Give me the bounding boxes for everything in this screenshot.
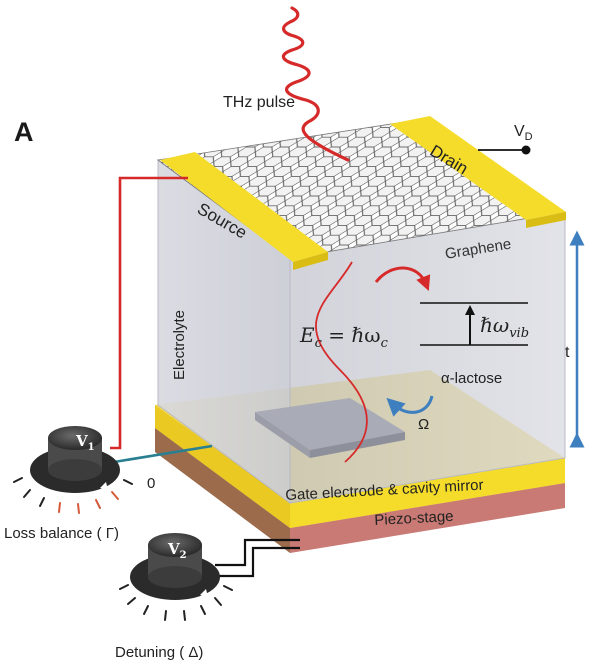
electrolyte-label: Electrolyte bbox=[171, 309, 188, 380]
piezo-stage-label: Piezo-stage bbox=[373, 507, 454, 529]
panel-letter: A bbox=[14, 117, 34, 147]
thz-pulse-wave bbox=[281, 6, 350, 162]
drain-terminal bbox=[521, 145, 531, 155]
lactose-label: α-lactose bbox=[441, 370, 503, 387]
piezo-wire-2 bbox=[215, 546, 300, 578]
v2-knob-label: V2 bbox=[168, 540, 187, 561]
v2-knob[interactable] bbox=[119, 533, 233, 621]
blue-rotation-arrow bbox=[386, 395, 434, 417]
lactose-slab bbox=[255, 398, 405, 458]
v1-knob-label: V1 bbox=[76, 432, 95, 453]
v1-zero-label: 0 bbox=[147, 475, 156, 492]
loss-balance-label: Loss balance ( Γ) bbox=[4, 525, 119, 542]
coupling-omega-label: Ω bbox=[418, 416, 430, 433]
vib-energy-label: ℏωvib bbox=[480, 313, 530, 341]
thickness-label: t bbox=[565, 344, 570, 361]
source-electrode bbox=[160, 152, 328, 270]
piezo-wire-1 bbox=[215, 538, 300, 567]
cavity-mode-wave bbox=[315, 261, 368, 463]
red-rotation-arrow bbox=[374, 266, 431, 291]
drain-electrode bbox=[390, 116, 566, 228]
drain-voltage-label: VD bbox=[514, 123, 533, 144]
source-wire bbox=[110, 176, 188, 450]
cavity-energy-label: Ec = ℏωc bbox=[300, 323, 388, 351]
v1-knob[interactable] bbox=[13, 426, 133, 514]
gate-wire bbox=[113, 444, 213, 464]
detuning-label: Detuning ( Δ) bbox=[115, 644, 204, 661]
thz-pulse-label: THz pulse bbox=[223, 94, 296, 111]
